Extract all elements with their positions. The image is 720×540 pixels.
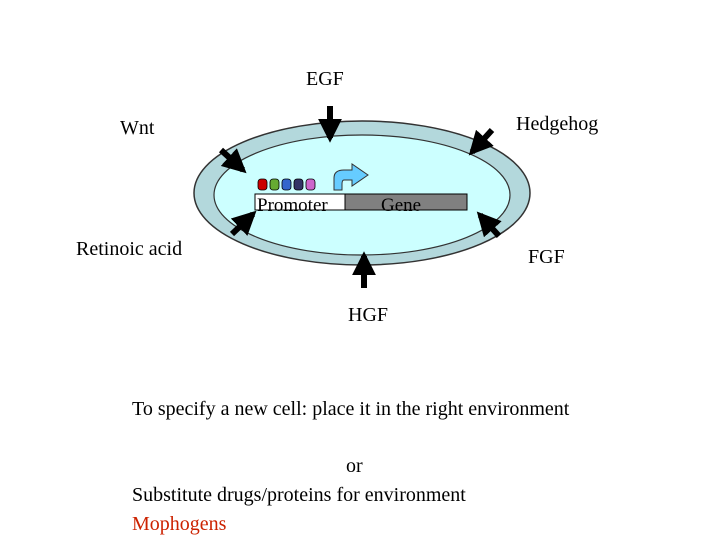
gene-label: Gene bbox=[381, 195, 422, 216]
retinoic-acid-arrow bbox=[229, 210, 257, 237]
promoter-beads bbox=[257, 178, 316, 191]
wnt-label: Wnt bbox=[120, 117, 155, 139]
promoter-label: Promoter bbox=[257, 195, 328, 216]
promoter-box bbox=[254, 193, 346, 211]
fgf-arrow bbox=[476, 211, 502, 239]
retinoic-acid-label: Retinoic acid bbox=[76, 238, 183, 260]
caption-line-2: or bbox=[346, 455, 363, 477]
hedgehog-arrow bbox=[468, 127, 495, 156]
wnt-arrow bbox=[218, 147, 247, 174]
fgf-label: FGF bbox=[528, 246, 565, 268]
hgf-label: HGF bbox=[348, 304, 389, 326]
signal-arrows bbox=[218, 106, 502, 288]
bead-pink bbox=[305, 178, 316, 191]
caption-line-3: Substitute drugs/proteins for environmen… bbox=[132, 484, 466, 506]
caption-line-1: To specify a new cell: place it in the r… bbox=[132, 398, 570, 420]
bead-blue bbox=[281, 178, 292, 191]
transcription-arrow bbox=[333, 163, 369, 191]
bead-navy bbox=[293, 178, 304, 191]
bead-red bbox=[257, 178, 268, 191]
caption-line-4: Mophogens bbox=[132, 513, 227, 535]
egf-label: EGF bbox=[306, 68, 344, 90]
hedgehog-label: Hedgehog bbox=[516, 113, 599, 135]
bead-green bbox=[269, 178, 280, 191]
